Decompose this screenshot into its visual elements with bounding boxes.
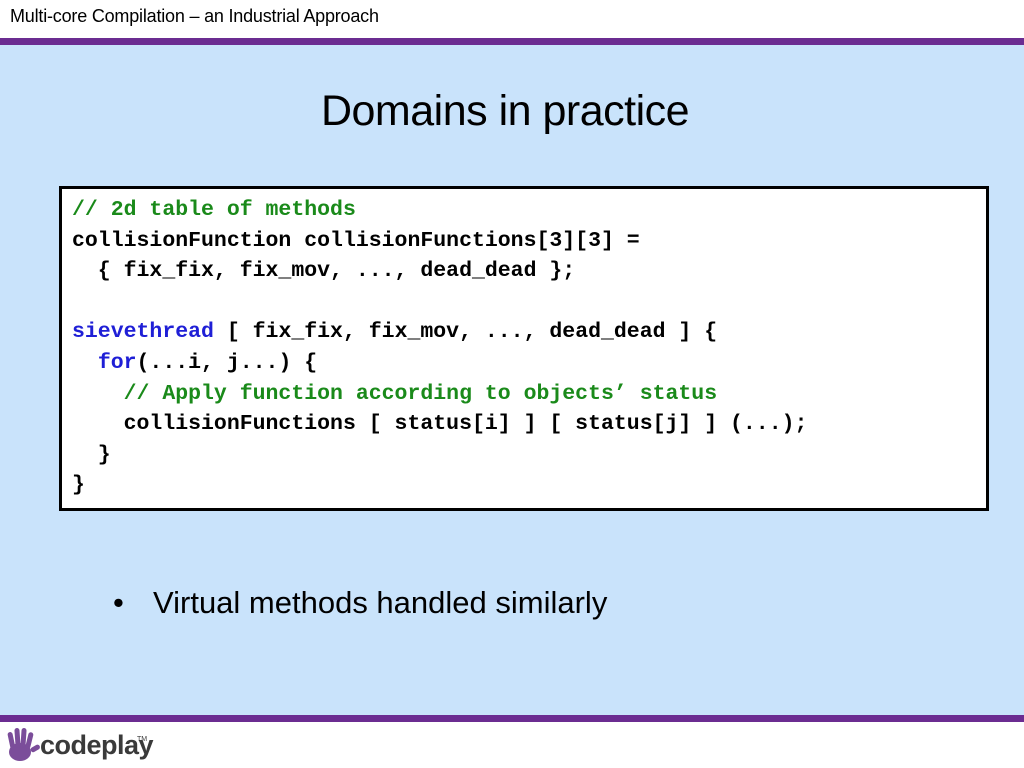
bullet-marker: • bbox=[113, 585, 124, 620]
code-token-comment: // 2d table of methods bbox=[72, 198, 356, 222]
code-line: for(...i, j...) { bbox=[72, 348, 807, 379]
code-token-plain: } bbox=[72, 473, 85, 498]
code-token-plain: collisionFunctions [ status[i] ] [ statu… bbox=[72, 412, 808, 437]
bullet-text: Virtual methods handled similarly bbox=[153, 585, 608, 620]
trademark-mark: TM bbox=[137, 736, 148, 743]
bottom-accent-bar bbox=[0, 715, 1024, 722]
code-token-plain: { fix_fix, fix_mov, ..., dead_dead }; bbox=[72, 259, 576, 284]
code-line bbox=[72, 287, 807, 318]
code-line: collisionFunctions [ status[i] ] [ statu… bbox=[72, 409, 808, 440]
slide-footer: codeplay TM bbox=[0, 722, 1024, 768]
presentation-title: Multi-core Compilation – an Industrial A… bbox=[10, 6, 379, 26]
slide-header: Multi-core Compilation – an Industrial A… bbox=[0, 0, 1024, 38]
slide-title: Domains in practice bbox=[320, 87, 690, 135]
logo-wordmark: codeplay bbox=[40, 730, 154, 760]
code-token-plain: collisionFunction collisionFunctions[3][… bbox=[72, 228, 640, 253]
code-token-plain: (...i, j...) { bbox=[136, 350, 318, 375]
code-line: } bbox=[72, 470, 807, 501]
code-line: { fix_fix, fix_mov, ..., dead_dead }; bbox=[72, 256, 807, 287]
code-token-plain: } bbox=[72, 442, 111, 467]
code-line: } bbox=[72, 440, 807, 471]
code-line: // Apply function according to objects’ … bbox=[72, 379, 807, 410]
code-listing: // 2d table of methods collisionFunction … bbox=[72, 195, 807, 501]
code-token-keyword: sievethread bbox=[72, 320, 214, 345]
code-token-comment: // Apply function according to objects’ … bbox=[72, 381, 718, 406]
hand-icon bbox=[7, 727, 40, 761]
code-token-plain bbox=[72, 351, 98, 375]
code-block: // 2d table of methods collisionFunction … bbox=[59, 186, 989, 511]
code-line: sievethread [ fix_fix, fix_mov, ..., dea… bbox=[72, 317, 807, 348]
code-line: collisionFunction collisionFunctions[3][… bbox=[72, 226, 807, 257]
code-line: // 2d table of methods bbox=[72, 195, 807, 226]
top-accent-bar bbox=[0, 38, 1024, 45]
slide-body: Domains in practice // 2d table of metho… bbox=[0, 45, 1024, 715]
code-token-plain: [ fix_fix, fix_mov, ..., dead_dead ] { bbox=[213, 320, 718, 345]
bullet-item: • Virtual methods handled similarly bbox=[113, 585, 607, 621]
code-token-keyword: for bbox=[97, 350, 137, 375]
codeplay-logo: codeplay TM bbox=[2, 722, 154, 768]
